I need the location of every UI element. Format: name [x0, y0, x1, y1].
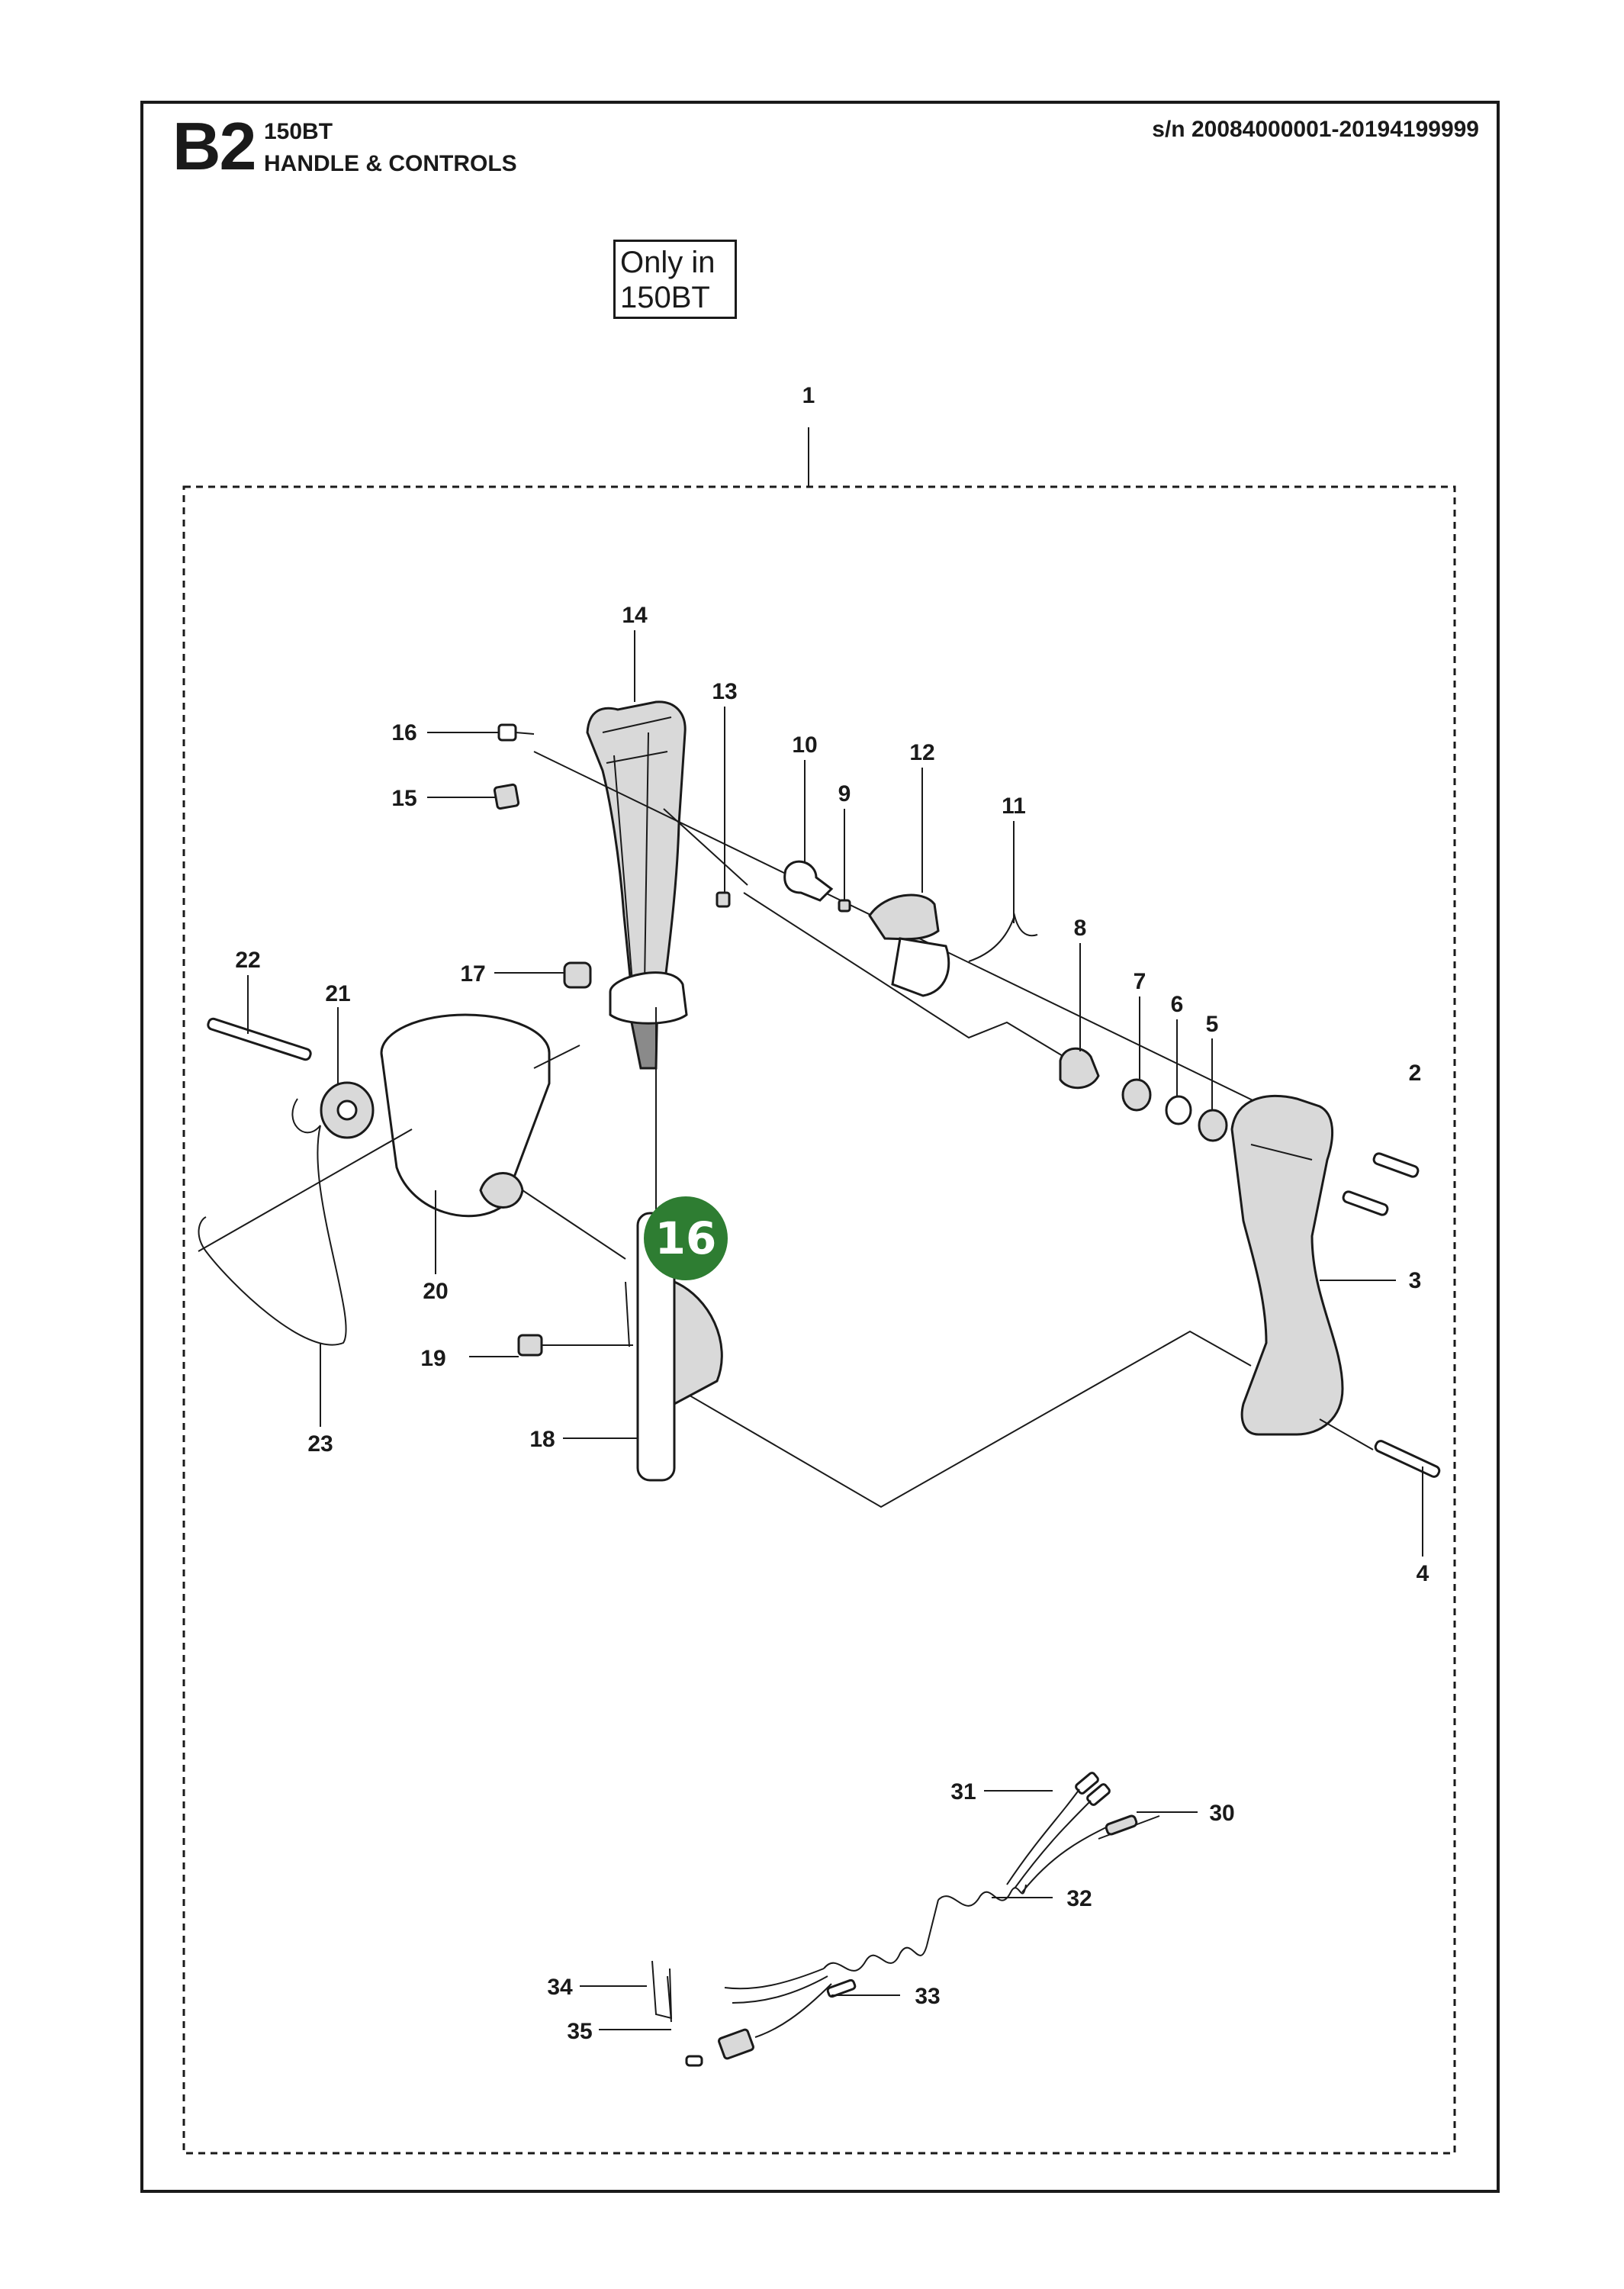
callout-14: 14 — [622, 603, 648, 628]
callout-3: 3 — [1409, 1268, 1422, 1293]
assembly-boundary — [182, 485, 1456, 2155]
part-6-washer — [1165, 1095, 1192, 1125]
note-line-1: Only in — [620, 246, 716, 279]
callout-11: 11 — [1002, 794, 1026, 819]
leader-4-path — [1319, 1418, 1374, 1450]
assembly-path — [743, 892, 1084, 1069]
callout-13: 13 — [712, 679, 737, 704]
part-11-spring — [968, 913, 1038, 962]
callout-17: 17 — [460, 961, 485, 987]
callout-22: 22 — [235, 948, 260, 973]
model-note-box: Only in 150BT — [613, 240, 737, 319]
callout-31: 31 — [950, 1779, 976, 1804]
callout-8: 8 — [1074, 916, 1087, 941]
callout-6: 6 — [1171, 992, 1184, 1017]
part-12-trigger — [868, 893, 950, 997]
callout-1: 1 — [802, 383, 815, 408]
part-13-screw — [716, 891, 731, 908]
part-21-knob — [320, 1081, 375, 1139]
part-5-ring — [1198, 1109, 1228, 1142]
serial-range: s/n 20084000001-20194199999 — [1152, 117, 1479, 142]
assembly-path-2 — [671, 1330, 1252, 1508]
part-16-screw — [497, 723, 535, 742]
callout-30: 30 — [1209, 1801, 1234, 1826]
callout-labels: 1 2 3 4 5 6 7 8 9 10 11 12 13 14 16 15 1… — [235, 383, 1429, 2044]
part-31-terminals — [1006, 1772, 1111, 1893]
callout-10: 10 — [792, 732, 817, 758]
callout-9: 9 — [838, 781, 851, 806]
model-name: 150BT — [264, 119, 333, 144]
part-8-connector — [1059, 1047, 1100, 1090]
leader-lines — [247, 630, 1423, 2030]
section-code: B2 — [172, 108, 256, 184]
highlighted-part-badge[interactable]: 16 — [644, 1196, 728, 1280]
part-20-clamp — [380, 1013, 626, 1260]
part-7-bushing — [1121, 1078, 1152, 1112]
callout-34: 34 — [547, 1975, 573, 2000]
callout-19: 19 — [420, 1346, 445, 1371]
part-19-nut — [517, 1334, 543, 1357]
part-32-spiral-sleeve — [823, 1884, 1027, 1972]
callout-15: 15 — [391, 786, 416, 811]
part-33-34-35-connectors — [651, 1960, 857, 2067]
part-3-grip — [1230, 1094, 1344, 1436]
callout-7: 7 — [1134, 969, 1146, 994]
callout-35: 35 — [567, 2019, 592, 2044]
callout-5: 5 — [1206, 1012, 1219, 1037]
page-title: HANDLE & CONTROLS — [264, 151, 517, 176]
part-22-bolt — [207, 1017, 312, 1061]
part-2-screws — [1342, 1152, 1420, 1216]
callout-33: 33 — [915, 1984, 940, 2009]
callout-2: 2 — [1409, 1061, 1422, 1086]
callout-12: 12 — [909, 740, 934, 765]
part-23-line — [198, 1128, 413, 1252]
note-line-2: 150BT — [620, 281, 710, 314]
part-30-cable — [1098, 1814, 1160, 1840]
callout-16: 16 — [391, 720, 416, 745]
part-19-line-2 — [625, 1281, 630, 1347]
part-23-wire-clip — [198, 1098, 347, 1346]
part-15-nut — [493, 783, 520, 810]
spindle-line-2 — [663, 808, 748, 886]
callout-4: 4 — [1417, 1561, 1429, 1586]
callout-32: 32 — [1066, 1886, 1092, 1911]
callout-18: 18 — [529, 1427, 555, 1452]
part-9-screw — [838, 899, 851, 913]
part-17-nut — [563, 961, 592, 989]
callout-23: 23 — [307, 1431, 333, 1457]
page-frame — [140, 101, 1500, 2193]
part-10-clip — [783, 860, 834, 902]
callout-21: 21 — [325, 981, 350, 1006]
callout-20: 20 — [423, 1279, 448, 1304]
part-throttle-handle — [586, 700, 688, 1070]
part-4-screw — [1374, 1440, 1441, 1478]
